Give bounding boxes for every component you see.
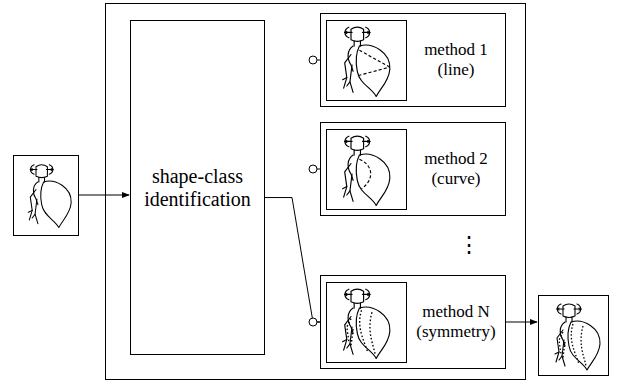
method-image-frame: [327, 21, 407, 101]
method-image-frame: [327, 130, 407, 210]
ellipsis-mark: ⋮: [458, 234, 480, 256]
node-label: method 1 (line): [414, 40, 498, 79]
node-label: method N (symmetry): [414, 302, 498, 341]
method-illustration: [343, 289, 390, 358]
method-illustration: [343, 136, 390, 205]
switch-connector: [265, 198, 320, 322]
switch-contacts: [309, 56, 320, 322]
input-arrow: [78, 195, 129, 196]
output-illustration: [555, 304, 600, 370]
system-frame: [106, 4, 526, 380]
method-box: method N (symmetry): [320, 275, 506, 369]
input-illustration: [28, 165, 71, 228]
process-box: shape-class identification: [130, 20, 265, 355]
input-image-frame: [14, 156, 79, 236]
method-image-frame: [327, 283, 407, 363]
output-image-frame: [539, 296, 609, 376]
node-label: method 2 (curve): [414, 149, 498, 188]
output-arrow: [505, 322, 537, 323]
node-label: shape-class identification: [139, 165, 256, 211]
switch-contact: [309, 318, 317, 326]
method-box: method 1 (line): [320, 13, 506, 107]
method-illustration: [343, 27, 390, 96]
method-box: method 2 (curve): [320, 122, 506, 216]
